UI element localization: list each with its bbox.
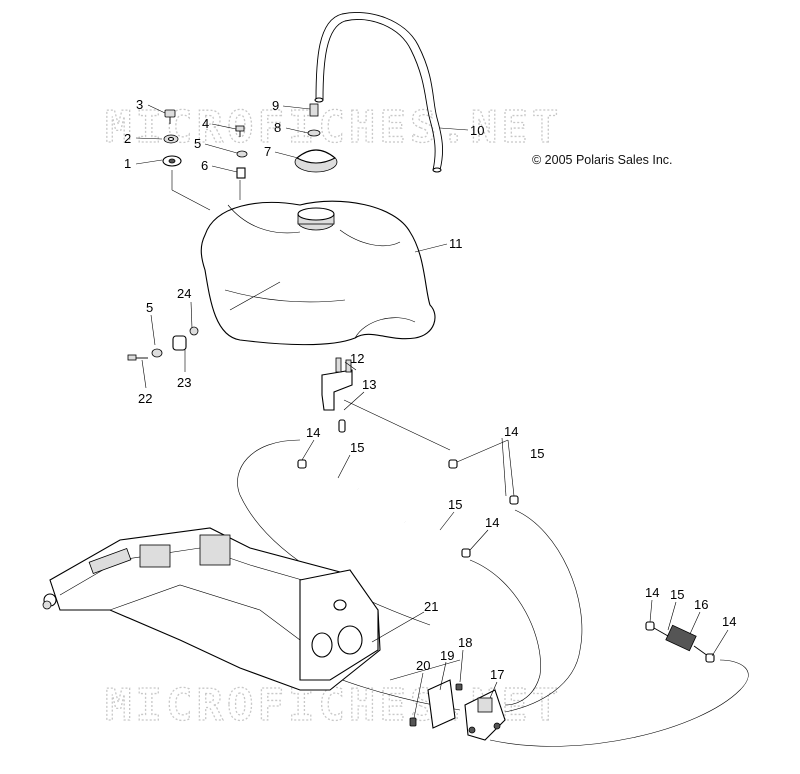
watermark-top: MICROFICHES.NET xyxy=(105,102,562,153)
callout-6: 6 xyxy=(201,158,208,173)
callout-11: 11 xyxy=(449,236,463,251)
callout-3: 3 xyxy=(136,97,143,112)
callout-21: 21 xyxy=(424,599,438,614)
callout-14c: 14 xyxy=(485,515,499,530)
callout-18: 18 xyxy=(458,635,472,650)
fuel-tank xyxy=(200,200,436,346)
callout-12: 12 xyxy=(350,351,364,366)
callout-15c: 15 xyxy=(448,497,462,512)
callout-9: 9 xyxy=(272,98,279,113)
callout-2: 2 xyxy=(124,131,131,146)
callout-20: 20 xyxy=(416,658,430,673)
callout-24: 24 xyxy=(177,286,191,301)
callout-5b: 5 xyxy=(146,300,153,315)
callout-14a: 14 xyxy=(306,425,320,440)
callout-7: 7 xyxy=(264,144,271,159)
vent-hose xyxy=(314,12,444,173)
callout-14b: 14 xyxy=(504,424,518,439)
fuel-valve-bracket xyxy=(321,357,353,433)
callout-labels: 3 2 1 4 5 6 9 8 7 10 11 5 24 23 22 12 13… xyxy=(124,97,736,682)
callout-17: 17 xyxy=(490,667,504,682)
callout-16: 16 xyxy=(694,597,708,612)
chassis-frame xyxy=(42,527,381,691)
tank-mount-hardware xyxy=(127,326,199,361)
callout-22: 22 xyxy=(138,391,152,406)
callout-15a: 15 xyxy=(350,440,364,455)
callout-leaders xyxy=(135,104,729,719)
callout-13: 13 xyxy=(362,377,376,392)
callout-23: 23 xyxy=(177,375,191,390)
callout-14e: 14 xyxy=(722,614,736,629)
callout-1: 1 xyxy=(124,156,131,171)
fuel-pump-assembly xyxy=(409,679,506,741)
hardware-group-top xyxy=(162,103,338,179)
callout-14d: 14 xyxy=(645,585,659,600)
callout-5: 5 xyxy=(194,136,201,151)
callout-19: 19 xyxy=(440,648,454,663)
copyright-text: © 2005 Polaris Sales Inc. xyxy=(532,153,673,167)
callout-10: 10 xyxy=(470,123,484,138)
callout-15b: 15 xyxy=(530,446,544,461)
callout-15d: 15 xyxy=(670,587,684,602)
callout-4: 4 xyxy=(202,116,209,131)
callout-8: 8 xyxy=(274,120,281,135)
